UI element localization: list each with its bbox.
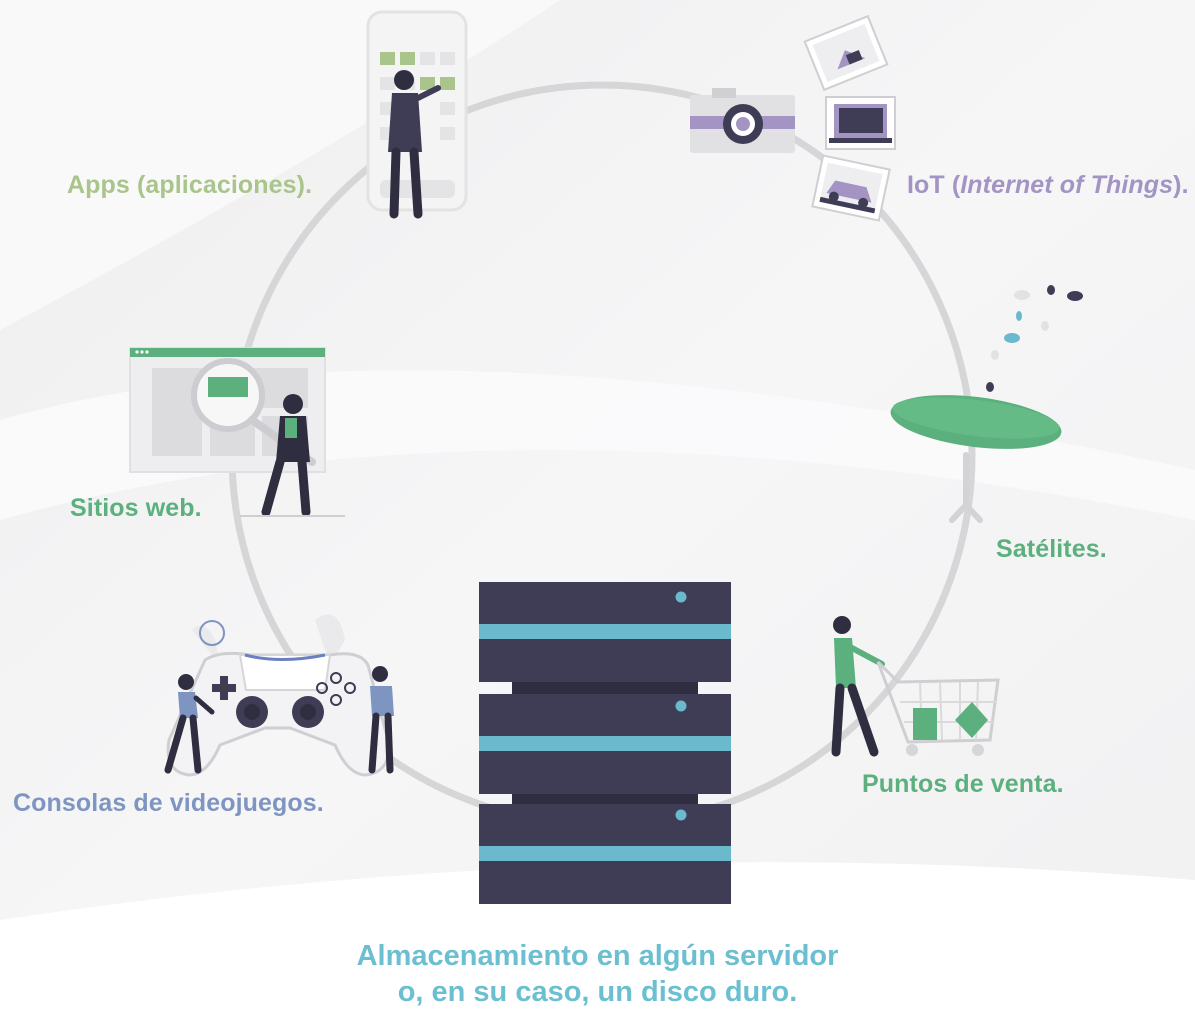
iot-label-suffix: ). (1173, 171, 1189, 199)
sales-label: Puntos de venta. (862, 770, 1064, 798)
storage-label-line1: Almacenamiento en algún servidor (356, 940, 839, 972)
web-label: Sitios web. (70, 494, 202, 522)
satellite-dish-icon (890, 285, 1083, 523)
iot-label-italic: Internet of Things (960, 171, 1174, 199)
apps-label: Apps (aplicaciones). (67, 171, 313, 199)
storage-label-line2: o, en su caso, un disco duro. (397, 976, 798, 1008)
website-search-icon (129, 347, 345, 517)
iot-label: IoT (Internet of Things). (907, 171, 1189, 200)
satellites-label: Satélites. (996, 535, 1107, 563)
camera-iot-icon (690, 14, 896, 222)
iot-label-prefix: IoT ( (907, 171, 961, 199)
server-rack-icon (479, 582, 731, 904)
shopping-cart-icon (831, 616, 1000, 757)
storage-label: Almacenamiento en algún servidor o, en s… (0, 938, 1195, 1010)
game-controller-icon (164, 614, 394, 777)
consoles-label: Consolas de videojuegos. (13, 789, 324, 817)
phone-app-icon (366, 10, 468, 219)
